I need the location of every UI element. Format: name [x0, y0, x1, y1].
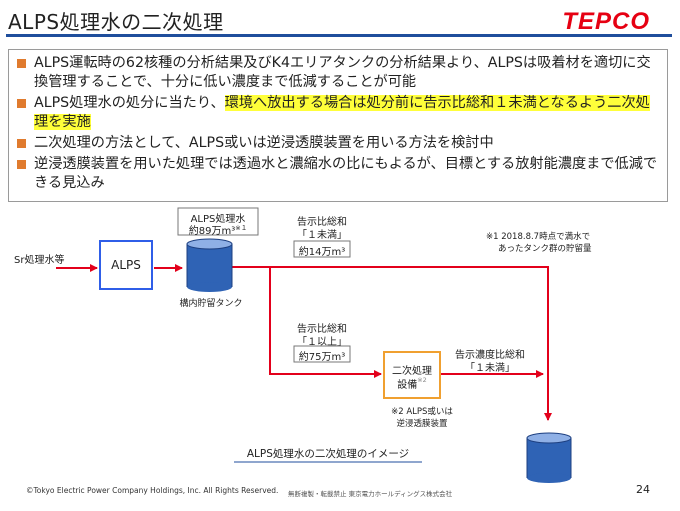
- upper-volume-box: [293, 240, 351, 258]
- bullet-item: ALPS運転時の62核種の分析結果及びK4エリアタンクの分析結果より、ALPSは…: [15, 54, 661, 92]
- copyright-text: ©Tokyo Electric Power Company Holdings, …: [26, 486, 279, 495]
- bullet-square-icon: [17, 160, 26, 169]
- tank-label-line2: 約89万m³※１: [188, 224, 248, 237]
- bullet-text: ALPS処理水の処分に当たり、環境へ放出する場合は処分前に告示比総和１未満となる…: [34, 94, 661, 132]
- tepco-logo: TEPCO: [562, 8, 650, 35]
- alps-box-label: ALPS: [111, 258, 141, 272]
- bullet-item: ALPS処理水の処分に当たり、環境へ放出する場合は処分前に告示比総和１未満となる…: [15, 94, 661, 132]
- bullet-text-part: ALPS処理水の処分に当たり、: [34, 95, 225, 111]
- title-rule: [6, 34, 672, 37]
- bullet-box: ALPS運転時の62核種の分析結果及びK4エリアタンクの分析結果より、ALPSは…: [8, 49, 668, 202]
- arrow-lower-path: [269, 267, 382, 378]
- note2-line1: ※2 ALPS或いは: [391, 407, 453, 417]
- out-ratio-line1: 告示濃度比総和: [455, 350, 525, 361]
- bullet-text-part: ALPS運転時の62核種の分析結果及びK4エリアタンクの分析結果より、ALPSは…: [34, 55, 651, 90]
- secondary-treatment-box: [383, 351, 441, 399]
- note1-line1: ※1 2018.8.7時点で満水で: [486, 232, 591, 242]
- storage-tank-icon: [186, 238, 233, 292]
- upper-volume: 約14万m³: [298, 247, 346, 258]
- page-number: 24: [636, 483, 650, 496]
- lower-volume: 約75万m³: [298, 352, 346, 363]
- arrow-upper-path: [232, 266, 552, 421]
- bullet-text-part: 二次処理の方法として、ALPS或いは逆浸透膜装置を用いる方法を検討中: [34, 135, 494, 151]
- diagram-caption: ALPS処理水の二次処理のイメージ: [246, 448, 410, 460]
- out-ratio-line2: 「１未満」: [465, 363, 515, 374]
- bullet-square-icon: [17, 99, 26, 108]
- bullet-item: 逆浸透膜装置を用いた処理では透過水と濃縮水の比にもよるが、目標とする放射能濃度ま…: [15, 155, 661, 193]
- bullet-text: 逆浸透膜装置を用いた処理では透過水と濃縮水の比にもよるが、目標とする放射能濃度ま…: [34, 155, 661, 193]
- bullet-text: ALPS運転時の62核種の分析結果及びK4エリアタンクの分析結果より、ALPSは…: [34, 54, 661, 92]
- lower-ratio-line1: 告示比総和: [297, 324, 347, 335]
- sr-water-label: Sr処理水等: [14, 255, 65, 266]
- note2-line2: 逆浸透膜装置: [396, 419, 448, 429]
- tank-label-box: [177, 207, 259, 236]
- secondary-note-ref: ※2: [417, 376, 427, 384]
- tank-note-ref: ※１: [235, 224, 248, 232]
- notice-text: 無断複製・転載禁止 東京電力ホールディングス株式会社: [288, 490, 453, 498]
- bullet-square-icon: [17, 59, 26, 68]
- lower-ratio-line2: 「１以上」: [297, 337, 347, 348]
- upper-ratio-line1: 告示比総和: [297, 217, 347, 228]
- bullet-item: 二次処理の方法として、ALPS或いは逆浸透膜装置を用いる方法を検討中: [15, 134, 661, 153]
- alps-box: [99, 240, 153, 290]
- upper-ratio-line2: 「１未満」: [297, 230, 347, 241]
- secondary-label-line2: 設備※2: [397, 376, 427, 391]
- bullet-square-icon: [17, 139, 26, 148]
- output-tank-icon: [526, 432, 572, 483]
- bullet-text: 二次処理の方法として、ALPS或いは逆浸透膜装置を用いる方法を検討中: [34, 134, 494, 153]
- lower-volume-box: [293, 345, 351, 363]
- tank-caption: 構内貯留タンク: [179, 299, 243, 309]
- slide-title: ALPS処理水の二次処理: [8, 10, 224, 34]
- secondary-label-line1: 二次処理: [392, 366, 432, 377]
- bullet-text-part: 逆浸透膜装置を用いた処理では透過水と濃縮水の比にもよるが、目標とする放射能濃度ま…: [34, 156, 658, 191]
- note1-line2: あったタンク群の貯留量: [498, 244, 592, 254]
- tank-label-line1: ALPS処理水: [190, 214, 246, 225]
